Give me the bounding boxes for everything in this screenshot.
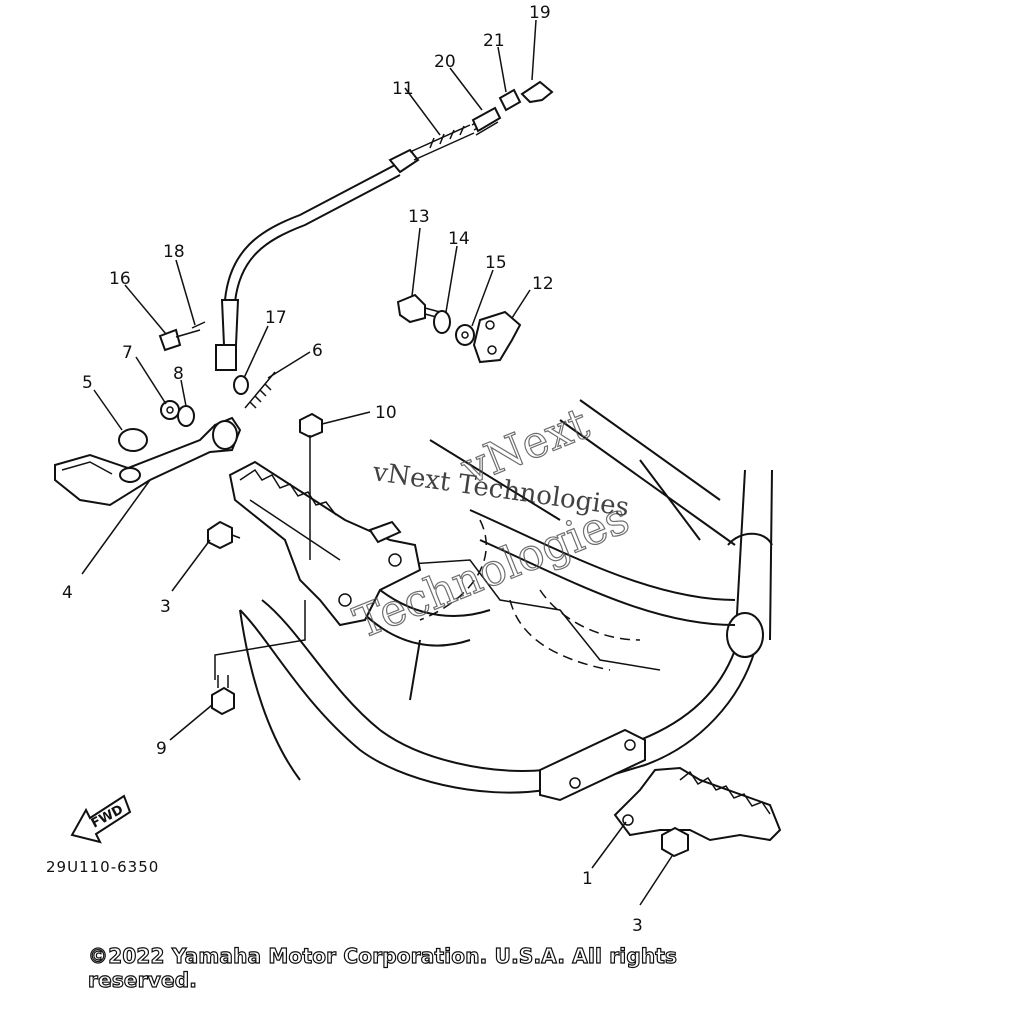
frame-drawing xyxy=(239,399,773,802)
part-label: 8 xyxy=(173,364,184,384)
part-label: 17 xyxy=(265,308,287,328)
part-label: 11 xyxy=(392,79,414,99)
leader-lines xyxy=(81,19,673,906)
part-label: 18 xyxy=(163,242,185,262)
part-label: 3 xyxy=(160,597,171,617)
copyright-notice: ©2022 Yamaha Motor Corporation. U.S.A. A… xyxy=(87,943,678,992)
drawing-code: 29U110-6350 xyxy=(46,858,159,876)
footrest-right xyxy=(613,766,782,858)
part-label: 14 xyxy=(448,229,470,249)
part-label: 4 xyxy=(62,583,73,603)
part-label: 15 xyxy=(485,253,507,273)
part-label: 5 xyxy=(82,373,93,393)
part-label: 6 xyxy=(312,341,323,361)
part-label: 10 xyxy=(375,403,397,423)
part-label: 12 xyxy=(532,274,554,294)
part-label: 13 xyxy=(408,207,430,227)
part-label: 9 xyxy=(156,739,167,759)
part-label: 21 xyxy=(483,31,505,51)
part-label: 19 xyxy=(529,3,551,23)
small-parts xyxy=(118,80,554,452)
bolts xyxy=(207,520,241,716)
fwd-arrow-icon: FWD xyxy=(70,794,132,844)
brake-cable xyxy=(215,124,475,371)
part-label: 20 xyxy=(434,52,456,72)
part-label: 3 xyxy=(632,916,643,936)
part-label: 16 xyxy=(109,269,131,289)
part-labels: 19 21 20 11 13 14 15 12 18 16 17 6 7 8 5… xyxy=(62,3,643,936)
part-label: 7 xyxy=(122,343,133,363)
part-label: 1 xyxy=(582,869,593,889)
brake-pedal xyxy=(54,416,242,507)
footrest-left xyxy=(228,460,422,627)
